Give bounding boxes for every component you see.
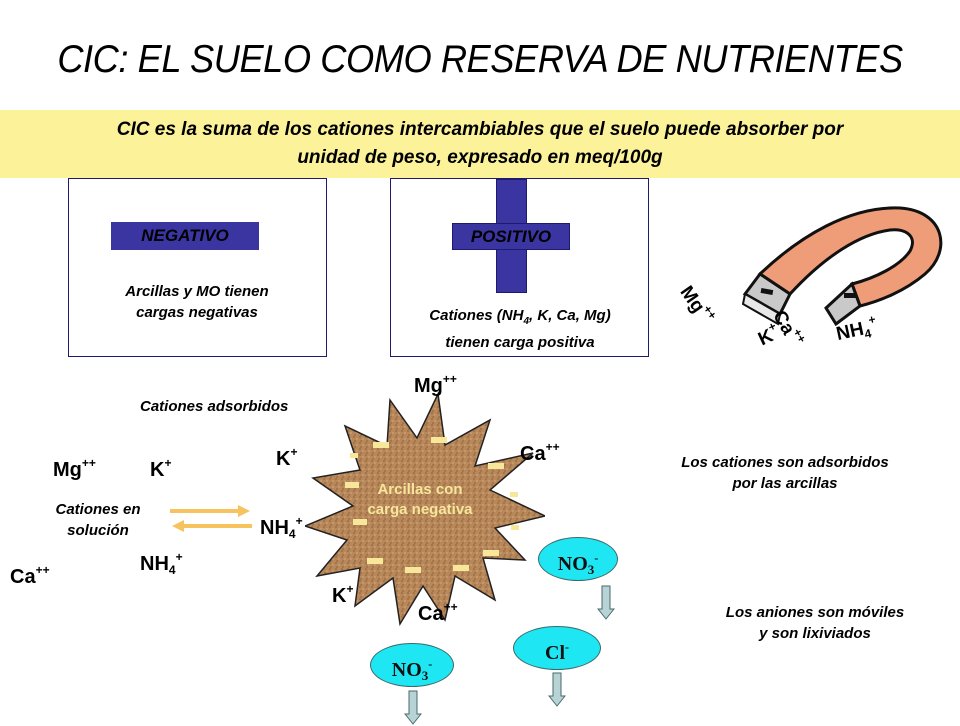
solution-label-line-1: Cationes en bbox=[55, 501, 141, 518]
magnet-ion-mg: Mg++ bbox=[675, 282, 720, 322]
negative-charge-box bbox=[68, 178, 327, 357]
clay-label-line-2: carga negativa bbox=[367, 501, 473, 518]
anions-note-line-1: Los aniones son móviles bbox=[725, 604, 905, 621]
negative-caption-line-1: Arcillas y MO tienen bbox=[125, 283, 269, 300]
adsorbed-ion-ca-top: Ca++ bbox=[520, 440, 560, 465]
solution-ion-mg: Mg++ bbox=[53, 456, 96, 481]
definition-text: CIC es la suma de los cationes intercamb… bbox=[0, 116, 960, 172]
horseshoe-magnet-icon bbox=[741, 206, 943, 326]
definition-line-1: CIC es la suma de los cationes intercamb… bbox=[116, 119, 844, 140]
leaching-arrow-icon bbox=[548, 672, 566, 707]
adsorbed-ion-k-top: K+ bbox=[276, 445, 298, 470]
positive-tag: POSITIVO bbox=[452, 223, 570, 250]
negative-caption: Arcillas y MO tienen cargas negativas bbox=[68, 281, 326, 323]
clay-label: Arcillas con carga negativa bbox=[330, 480, 510, 520]
adsorbed-ion-k-bottom: K+ bbox=[332, 582, 354, 607]
adsorbed-ion-ca-bottom: Ca++ bbox=[418, 600, 458, 625]
definition-band bbox=[0, 110, 960, 178]
clay-particle-star-icon bbox=[305, 391, 545, 627]
cations-note-line-2: por las arcillas bbox=[732, 475, 838, 492]
definition-line-2: unidad de peso, expresado en meq/100g bbox=[297, 147, 663, 168]
exchange-arrows-icon bbox=[170, 505, 252, 532]
cations-note: Los cationes son adsorbidos por las arci… bbox=[620, 452, 950, 494]
positive-caption-line-2: tienen carga positiva bbox=[445, 334, 595, 351]
solution-ion-ca: Ca++ bbox=[10, 563, 50, 588]
negative-tag: NEGATIVO bbox=[111, 222, 259, 250]
adsorbed-ion-nh4: NH4+ bbox=[260, 514, 303, 541]
anions-note: Los aniones son móviles y son lixiviados bbox=[670, 602, 960, 644]
adsorbed-cations-heading: Cationes adsorbidos bbox=[140, 398, 289, 415]
anions-note-line-2: y son lixiviados bbox=[759, 625, 871, 642]
clay-label-line-1: Arcillas con bbox=[377, 481, 463, 498]
solution-ion-nh4: NH4+ bbox=[140, 550, 183, 577]
positive-caption: Cationes (NH4, K, Ca, Mg) tienen carga p… bbox=[385, 305, 655, 353]
anion-chloride: Cl- bbox=[513, 626, 601, 670]
negative-caption-line-2: cargas negativas bbox=[136, 304, 258, 321]
solution-label: Cationes en solución bbox=[28, 499, 168, 541]
positive-caption-line-1: Cationes (NH4, K, Ca, Mg) bbox=[429, 307, 611, 327]
slide-title: CIC: EL SUELO COMO RESERVA DE NUTRIENTES bbox=[57, 38, 903, 81]
solution-label-line-2: solución bbox=[67, 522, 129, 539]
cations-note-line-1: Los cationes son adsorbidos bbox=[681, 454, 889, 471]
leaching-arrow-icon bbox=[404, 690, 422, 725]
anion-nitrate-top: NO3- bbox=[538, 537, 618, 581]
anion-nitrate-bottom: NO3- bbox=[370, 643, 454, 687]
leaching-arrow-icon bbox=[597, 585, 615, 620]
solution-ion-k: K+ bbox=[150, 456, 172, 481]
adsorbed-ion-mg: Mg++ bbox=[414, 372, 457, 397]
